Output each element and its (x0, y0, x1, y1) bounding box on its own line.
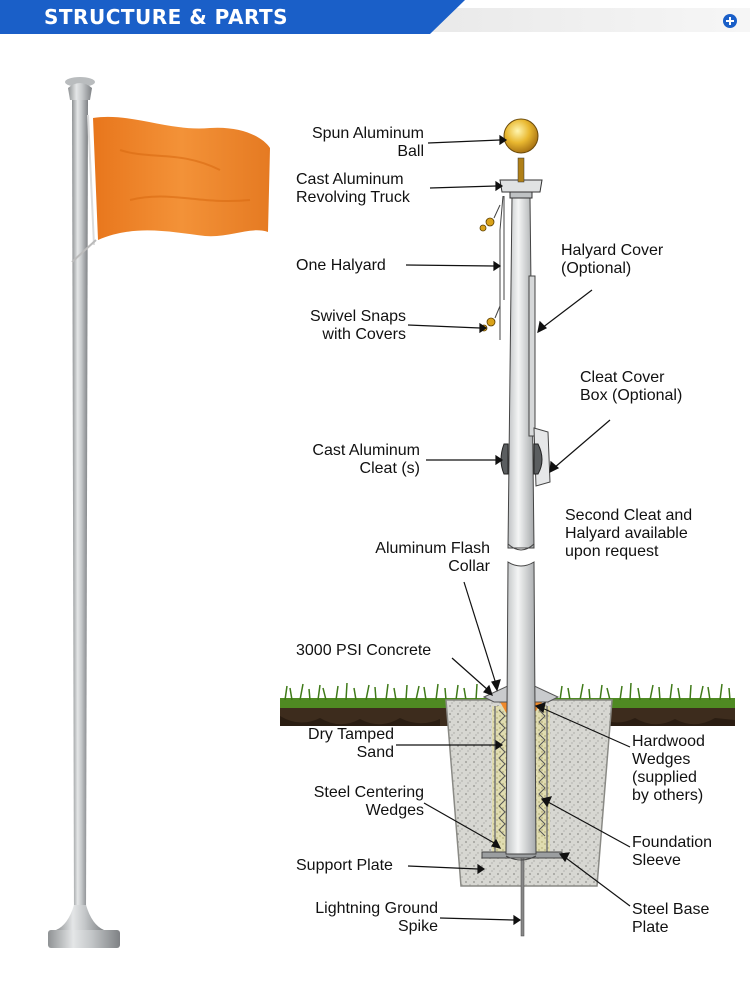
label-halyard-cover: Halyard Cover (Optional) (561, 242, 663, 278)
label-cleat: Cast Aluminum Cleat (s) (276, 442, 420, 478)
label-ball-line1: Spun Aluminum (311, 125, 424, 142)
label-sand: Dry Tamped Sand (276, 726, 394, 762)
orange-flag (93, 116, 270, 240)
label-halyard-cover-line1: Halyard Cover (561, 242, 664, 259)
label-cleat-cover: Cleat Cover Box (Optional) (580, 369, 682, 405)
label-truck-line1: Cast Aluminum (296, 171, 404, 188)
label-swivel-line2: with Covers (322, 326, 406, 343)
label-cleat-cover-line2: Box (Optional) (580, 387, 683, 404)
label-spike-line1: Lightning Ground (315, 900, 438, 917)
label-sleeve: Foundation Sleeve (632, 834, 712, 870)
label-swivel-line1: Swivel Snaps (309, 308, 406, 325)
label-centering-line2: Wedges (365, 802, 424, 819)
label-support: Support Plate (296, 857, 393, 875)
label-hardwood: Hardwood Wedges (supplied by others) (632, 733, 705, 805)
page-title: STRUCTURE & PARTS (44, 5, 289, 29)
label-base-plate: Steel Base Plate (632, 901, 709, 937)
label-halyard-line1: One Halyard (296, 257, 386, 274)
label-sand-line2: Sand (356, 744, 394, 761)
label-concrete-line1: 3000 PSI Concrete (296, 642, 432, 659)
label-halyard: One Halyard (296, 257, 386, 275)
label-collar-line1: Aluminum Flash (375, 540, 490, 557)
label-second-cleat-line2: Halyard available (565, 525, 688, 542)
label-cleat-line1: Cast Aluminum (312, 442, 420, 459)
label-truck: Cast Aluminum Revolving Truck (296, 171, 410, 207)
label-base-plate-line1: Steel Base (632, 901, 710, 918)
label-hardwood-line3: (supplied (632, 769, 697, 786)
header-shape (0, 0, 750, 34)
label-concrete: 3000 PSI Concrete (296, 642, 431, 660)
label-ball-line2: Ball (397, 143, 424, 160)
label-centering: Steel Centering Wedges (276, 784, 424, 820)
label-hardwood-line2: Wedges (632, 751, 691, 768)
label-support-line1: Support Plate (296, 857, 393, 874)
label-spike: Lightning Ground Spike (276, 900, 438, 936)
label-cleat-line2: Cleat (s) (359, 460, 420, 477)
label-spike-line2: Spike (397, 918, 438, 935)
label-collar-line2: Collar (448, 558, 490, 575)
label-base-plate-line2: Plate (632, 919, 669, 936)
label-second-cleat: Second Cleat and Halyard available upon … (565, 507, 692, 561)
label-swivel: Swivel Snaps with Covers (276, 308, 406, 344)
plus-circle-icon[interactable] (722, 13, 738, 29)
label-collar: Aluminum Flash Collar (336, 540, 490, 576)
label-hardwood-line1: Hardwood (632, 733, 705, 750)
label-ball: Spun Aluminum Ball (276, 125, 424, 161)
label-sleeve-line1: Foundation (632, 834, 713, 851)
label-second-cleat-line3: upon request (565, 543, 659, 560)
label-second-cleat-line1: Second Cleat and (565, 507, 693, 524)
header-banner: STRUCTURE & PARTS (0, 0, 750, 36)
label-truck-line2: Revolving Truck (296, 189, 410, 206)
label-sand-line1: Dry Tamped (308, 726, 394, 743)
label-cleat-cover-line1: Cleat Cover (580, 369, 665, 386)
label-hardwood-line4: by others) (632, 787, 704, 804)
left-flagpole (48, 77, 120, 948)
label-centering-line1: Steel Centering (313, 784, 424, 801)
label-sleeve-line2: Sleeve (632, 852, 681, 869)
label-halyard-cover-line2: (Optional) (561, 260, 632, 277)
